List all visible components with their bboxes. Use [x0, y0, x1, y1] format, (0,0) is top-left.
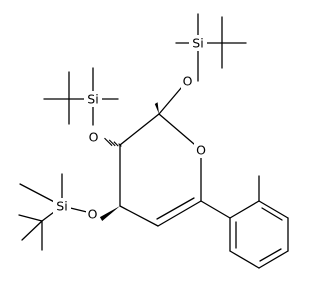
bond — [18, 214, 43, 222]
tolyl-ring — [200, 175, 289, 269]
tbs-group-top — [175, 13, 247, 82]
bond — [156, 197, 195, 220]
stereo-wedge-bond-c2 — [154, 102, 159, 114]
hash-line — [104, 137, 113, 147]
atom-label-o: O — [89, 130, 99, 145]
atom-label-o: O — [183, 74, 193, 89]
bond — [21, 220, 43, 241]
atom-o-left: O — [87, 129, 100, 145]
atom-label-si: Si — [192, 36, 203, 51]
bond — [157, 200, 202, 227]
bond — [119, 205, 159, 227]
atom-si-bottom: Si — [53, 198, 71, 214]
atom-label-o: O — [88, 207, 98, 222]
bond — [229, 250, 260, 269]
hash-line — [108, 139, 116, 147]
bond — [200, 200, 231, 219]
atom-o-top: O — [181, 73, 194, 89]
atom-o-bottom: O — [86, 206, 99, 222]
atom-o-ring: O — [194, 142, 208, 158]
bond — [258, 250, 289, 269]
atom-label-si: Si — [56, 199, 67, 214]
bond — [259, 248, 282, 262]
atom-label-o: O — [196, 143, 206, 158]
atom-si-top: Si — [189, 35, 207, 51]
atom-si-left: Si — [84, 91, 102, 107]
hash-line — [113, 141, 119, 147]
stereo-wedge-bond-c4 — [99, 206, 120, 221]
bond — [229, 200, 260, 219]
dihydropyran-ring — [119, 113, 202, 227]
hash-line — [118, 143, 122, 147]
bond — [261, 207, 283, 221]
bond — [119, 113, 160, 146]
bond — [258, 200, 289, 219]
stereo-hashed-bond-c3 — [104, 137, 122, 147]
tbs-group-left — [43, 67, 119, 126]
atom-label-si: Si — [87, 92, 98, 107]
molecule-structure-diagram: Si O Si O Si O O — [18, 13, 289, 269]
